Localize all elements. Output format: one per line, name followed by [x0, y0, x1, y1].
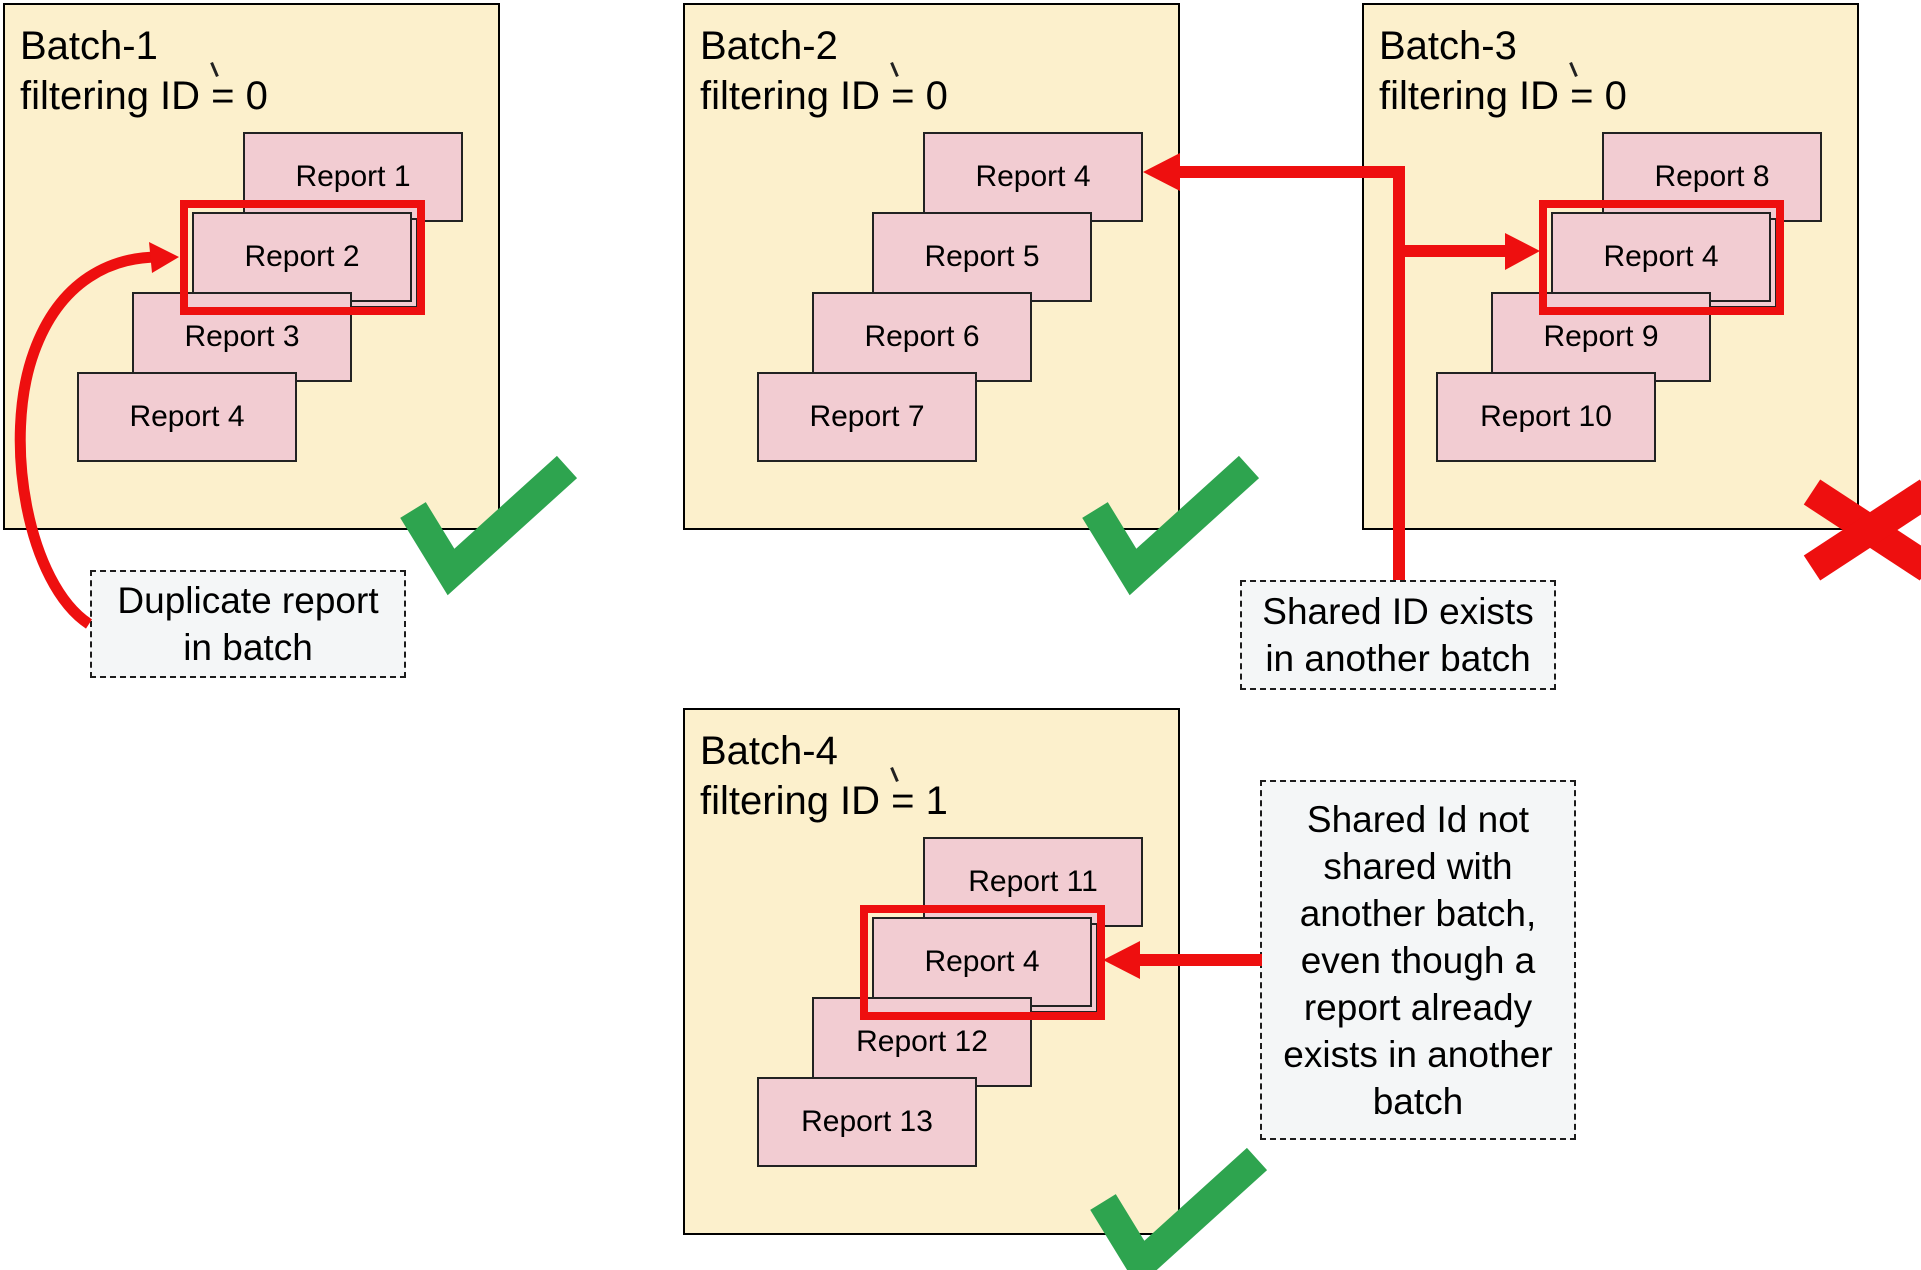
batch-panel-2: Batch-2 filtering ID = 0 Report 4 Report… — [683, 3, 1180, 530]
batch-heading: Batch-2 filtering ID = 0 — [700, 21, 948, 121]
batch-subtitle: filtering ID = 0 — [1379, 74, 1627, 118]
duplicate-highlight-frame — [1539, 200, 1784, 315]
report-card: Report 10 — [1436, 372, 1656, 462]
batch-heading: Batch-4 filtering ID = 1 — [700, 726, 948, 826]
report-card: Report 7 — [757, 372, 977, 462]
batch-subtitle: filtering ID = 0 — [700, 74, 948, 118]
batch-subtitle: filtering ID = 0 — [20, 74, 268, 118]
report-card: Report 13 — [757, 1077, 977, 1167]
duplicate-highlight-frame — [860, 905, 1105, 1020]
batch-heading: Batch-1 filtering ID = 0 — [20, 21, 268, 121]
batch-subtitle: filtering ID = 1 — [700, 779, 948, 823]
report-card: Report 5 — [872, 212, 1092, 302]
report-card: Report 4 — [923, 132, 1143, 222]
duplicate-highlight-frame — [180, 200, 425, 315]
report-card-duplicate: Report 2 — [192, 212, 412, 302]
batch-title: Batch-2 — [700, 24, 838, 68]
note-shared-id-exists: Shared ID exists in another batch — [1240, 580, 1556, 690]
note-shared-id-not-shared: Shared Id not shared with another batch,… — [1260, 780, 1576, 1140]
report-card: Report 6 — [812, 292, 1032, 382]
batch-title: Batch-3 — [1379, 24, 1517, 68]
note-duplicate-report: Duplicate report in batch — [90, 570, 406, 678]
batch-title: Batch-1 — [20, 24, 158, 68]
batch-panel-3: Batch-3 filtering ID = 0 Report 8 Report… — [1362, 3, 1859, 530]
batch-panel-1: Batch-1 filtering ID = 0 Report 1 Report… — [3, 3, 500, 530]
batch-panel-4: Batch-4 filtering ID = 1 Report 11 Repor… — [683, 708, 1180, 1235]
batch-heading: Batch-3 filtering ID = 0 — [1379, 21, 1627, 121]
report-card-duplicate: Report 4 — [1551, 212, 1771, 302]
batch-title: Batch-4 — [700, 729, 838, 773]
report-card: Report 4 — [77, 372, 297, 462]
